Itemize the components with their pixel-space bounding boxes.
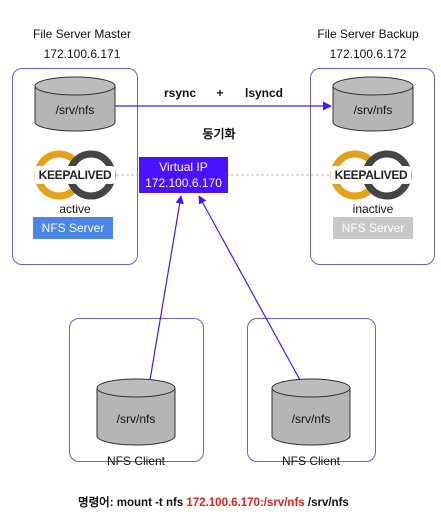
- virtual-ip-box: Virtual IP 172.100.6.170: [139, 157, 228, 193]
- master-nfs-server-badge: NFS Server: [33, 217, 113, 239]
- backup-keepalived-logo-icon: [330, 150, 412, 200]
- client-1-arrow: [149, 195, 184, 381]
- backup-nfs-server-badge: NFS Server: [333, 217, 413, 239]
- mount-command: 명령어: mount -t nfs 172.100.6.170:/srv/nfs…: [78, 494, 349, 510]
- backup-title: File Server Backup: [317, 27, 419, 41]
- client-2-label: NFS Client: [281, 454, 341, 468]
- backup-storage-label: /srv/nfs: [353, 103, 393, 117]
- backup-storage-cylinder-icon: [332, 76, 414, 132]
- client-2-arrow: [198, 195, 301, 381]
- client-2-storage-cylinder-icon: [271, 378, 351, 446]
- virtual-ip-title: Virtual IP: [159, 160, 208, 174]
- command-mountpoint: /srv/nfs: [307, 497, 349, 509]
- client-1-storage-label: /srv/nfs: [116, 412, 156, 426]
- master-storage-cylinder-icon: [34, 76, 116, 132]
- client-2-storage-label: /srv/nfs: [291, 412, 331, 426]
- master-title: File Server Master: [32, 27, 132, 41]
- backup-logo-text: KEEPALIVED: [334, 168, 408, 182]
- command-prefix: 명령어: mount -t nfs: [78, 497, 184, 509]
- client-1-label: NFS Client: [106, 454, 166, 468]
- sync-tool-rsync: rsync: [163, 86, 197, 100]
- backup-state: inactive: [352, 202, 394, 216]
- master-logo-text: KEEPALIVED: [38, 168, 112, 182]
- master-ip: 172.100.6.171: [43, 47, 121, 61]
- command-target: 172.100.6.170:/srv/nfs: [186, 497, 305, 509]
- backup-ip: 172.100.6.172: [329, 47, 407, 61]
- client-1-storage-cylinder-icon: [96, 378, 176, 446]
- master-keepalived-logo-icon: [34, 150, 116, 200]
- virtual-ip-address: 172.100.6.170: [145, 176, 222, 190]
- master-storage-label: /srv/nfs: [55, 103, 95, 117]
- sync-plus: +: [216, 86, 224, 100]
- master-state: active: [59, 202, 91, 216]
- sync-label: 동기화: [202, 127, 236, 141]
- sync-tool-lsyncd: lsyncd: [244, 86, 284, 100]
